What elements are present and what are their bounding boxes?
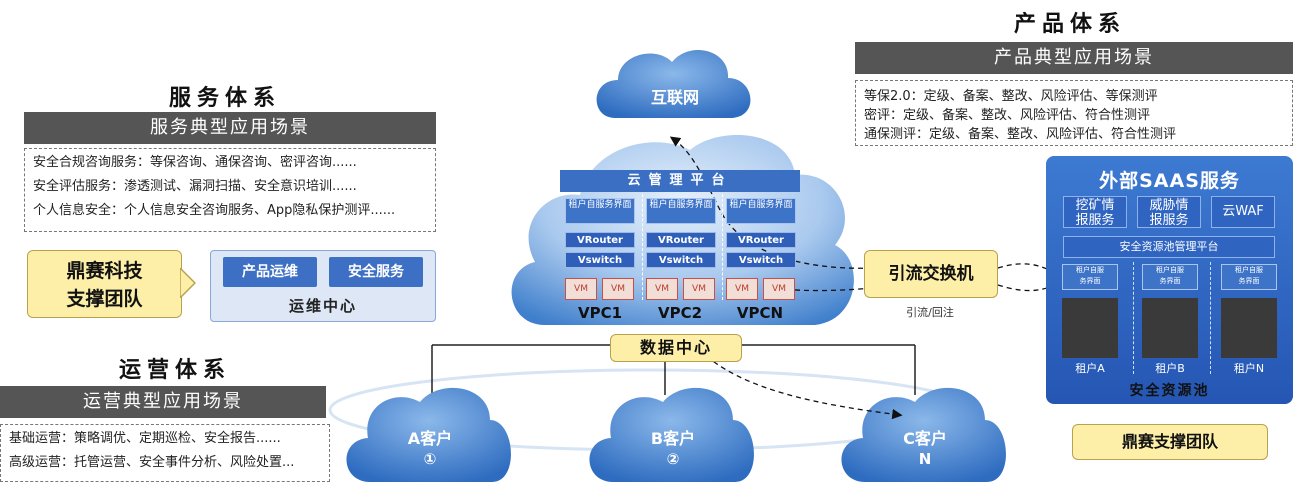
operation-line: 高级运营：托管运营、安全事件分析、风险处置... [9, 455, 295, 470]
saas-service-button[interactable]: 挖矿情 报服务 [1063, 196, 1127, 228]
vpc-label: VPC2 [657, 304, 703, 322]
tenant-portal: 租户自服务界面 [726, 198, 796, 224]
vrouter: VRouter [565, 232, 635, 248]
saas-service-button[interactable]: 云WAF [1211, 196, 1275, 228]
vswitch: Vswitch [646, 252, 716, 268]
vm-icon: VM [602, 278, 634, 300]
vpc-group: 租户自服务界面 VRouter Vswitch VM VM 租户自服务界面 VR… [560, 192, 800, 302]
product-scenario-list: 等保2.0：定级、备案、整改、风险评估、等保测评 密评：定级、备案、整改、风险评… [855, 80, 1293, 146]
service-line: 安全评估服务：渗透测试、漏洞扫描、安全意识培训...... [33, 179, 357, 194]
service-scenario-bar: 服务典型应用场景 [24, 112, 436, 144]
vm-icon: VM [726, 278, 758, 300]
customer-b-name: B客户 [650, 429, 696, 448]
product-system-title: 产品体系 [1013, 12, 1126, 37]
service-line: 安全合规咨询服务：等保咨询、通保咨询、密评咨询...... [33, 155, 357, 170]
customer-a-name: A客户 [407, 429, 453, 448]
tenant-portal: 租户自服 务界面 [1221, 264, 1277, 290]
pool-label: 安全资源池 [1129, 383, 1210, 399]
customer-b-num: ② [666, 450, 680, 468]
customer-a-cloud [346, 387, 511, 482]
pool-platform-bar: 安全资源池管理平台 [1063, 236, 1275, 258]
pool-column: 租户自服 务界面 租户A [1056, 262, 1130, 375]
vm-icon: VM [763, 278, 795, 300]
customer-c-cloud [841, 387, 1006, 482]
operation-scenario-bar: 运营典型应用场景 [0, 386, 326, 418]
customer-c-name: C客户 [903, 429, 947, 448]
security-service-button[interactable]: 安全服务 [329, 257, 423, 287]
support-team-right: 鼎赛支撑团队 [1072, 424, 1268, 460]
tenant-portal: 租户自服务界面 [646, 198, 716, 224]
cloud-platform-bar: 云管理平台 [560, 170, 800, 192]
vswitch: Vswitch [565, 252, 635, 268]
callout-arrow [180, 268, 196, 298]
internet-label: 互联网 [650, 88, 699, 107]
customer-b-cloud [589, 387, 754, 482]
product-line: 密评：定级、备案、整改、风险评估、符合性测评 [864, 108, 1151, 123]
service-system-title: 服务体系 [168, 86, 281, 111]
vpc-column: 租户自服务界面 VRouter Vswitch VM VM [722, 194, 798, 300]
internet-cloud [596, 50, 751, 119]
customer-c-num: N [918, 450, 932, 468]
vrouter: VRouter [726, 232, 796, 248]
datacenter-label: 数据中心 [610, 334, 742, 362]
saas-panel: 外部SAAS服务 挖矿情 报服务 威胁情 报服务 云WAF 安全资源池管理平台 … [1046, 156, 1293, 404]
service-scenario-list: 安全合规咨询服务：等保咨询、通保咨询、密评咨询...... 安全评估服务：渗透测… [24, 148, 436, 232]
product-line: 通保测评：定级、备案、整改、风险评估、符合性测评 [864, 127, 1177, 142]
operation-scenario-list: 基础运营：策略调优、定期巡检、安全报告...... 高级运营：托管运营、安全事件… [0, 424, 330, 482]
pool-column: 租户自服 务界面 租户B [1133, 262, 1207, 375]
ops-center-panel: 产品运维 安全服务 运维中心 [210, 250, 436, 322]
vpc-column: 租户自服务界面 VRouter Vswitch VM VM [642, 194, 718, 300]
pool-column: 租户自服 务界面 租户N [1210, 262, 1284, 375]
vpc-column: 租户自服务界面 VRouter Vswitch VM VM [562, 194, 638, 300]
vpc-label: VPCN [736, 304, 784, 322]
tenant-label: 租户B [1155, 362, 1185, 375]
security-stack-icon [1062, 298, 1118, 358]
product-line: 等保2.0：定级、备案、整改、风险评估、等保测评 [864, 89, 1158, 104]
customer-a-num: ① [423, 450, 437, 468]
ops-center-label: 运维中心 [288, 297, 357, 315]
operation-line: 基础运营：策略调优、定期巡检、安全报告...... [9, 431, 281, 446]
product-ops-button[interactable]: 产品运维 [223, 257, 317, 287]
vswitch: Vswitch [726, 252, 796, 268]
saas-service-button[interactable]: 威胁情 报服务 [1137, 196, 1201, 228]
operation-system-title: 运营体系 [118, 358, 231, 383]
tenant-label: 租户A [1075, 362, 1105, 375]
vpc-label: VPC1 [577, 304, 623, 322]
vm-icon: VM [565, 278, 597, 300]
tenant-portal: 租户自服务界面 [565, 198, 635, 224]
tenant-label: 租户N [1233, 362, 1265, 375]
traffic-switch: 引流交换机 [864, 250, 998, 298]
security-stack-icon [1142, 298, 1198, 358]
service-line: 个人信息安全：个人信息安全咨询服务、App隐私保护测评...... [33, 203, 396, 218]
vrouter: VRouter [646, 232, 716, 248]
support-team-left: 鼎赛科技 支撑团队 [27, 250, 182, 318]
tenant-portal: 租户自服 务界面 [1142, 264, 1198, 290]
saas-title: 外部SAAS服务 [1099, 170, 1240, 192]
traffic-note: 引流/回注 [906, 306, 954, 319]
vm-icon: VM [646, 278, 678, 300]
vm-icon: VM [683, 278, 715, 300]
tenant-portal: 租户自服 务界面 [1062, 264, 1118, 290]
product-scenario-bar: 产品典型应用场景 [855, 42, 1293, 74]
security-stack-icon [1221, 298, 1277, 358]
